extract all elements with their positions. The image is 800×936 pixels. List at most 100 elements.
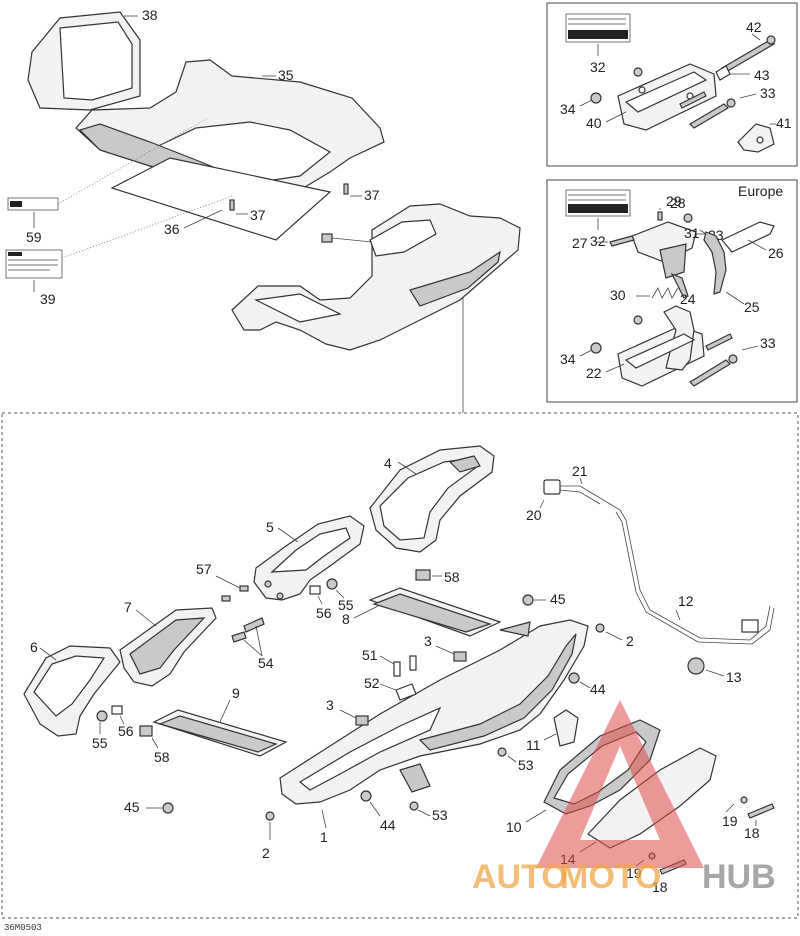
part-44-bumper-bottom (360, 790, 381, 817)
callout-41: 41 (776, 115, 792, 131)
callout-53b: 53 (432, 807, 448, 823)
callout-20: 20 (526, 507, 542, 523)
callout-18b: 18 (652, 879, 668, 895)
callout-29: 29 (666, 193, 682, 209)
part-28-nut (683, 213, 693, 223)
part-8-rail (353, 587, 502, 637)
part-58-clip-left (139, 725, 159, 749)
watermark-text-prefix: AUTO (472, 858, 568, 896)
part-43-clip (715, 65, 750, 81)
part-23-plate (631, 221, 706, 279)
callout-51: 51 (362, 647, 378, 663)
part-9-rail (152, 699, 288, 757)
callout-24: 24 (680, 291, 696, 307)
part-3-bushing-top (435, 645, 467, 662)
part-31-gear (699, 229, 727, 295)
callout-55b: 55 (338, 597, 354, 613)
callout-28: 28 (670, 195, 686, 211)
callout-4: 4 (384, 455, 392, 471)
automotohub-watermark: AUTO MOTO HUB (472, 700, 776, 896)
callout-55a: 55 (92, 735, 108, 751)
part-41-hook (737, 123, 776, 153)
part-2-screw-top (595, 623, 623, 641)
callout-39: 39 (40, 291, 56, 307)
callout-5: 5 (266, 519, 274, 535)
callout-18a: 18 (744, 825, 760, 841)
part-40-bracket (605, 63, 717, 131)
callout-45b: 45 (124, 799, 140, 815)
callout-8: 8 (342, 611, 350, 627)
part-29-screw (657, 208, 663, 221)
callout-52: 52 (364, 675, 380, 691)
callout-13: 13 (726, 669, 742, 685)
part-6-end-cap-left (23, 645, 121, 737)
part-56-spacer-right (309, 585, 323, 605)
callout-38: 38 (142, 7, 158, 23)
callout-37a: 37 (364, 187, 380, 203)
part-34-nut-top (579, 67, 643, 107)
part-22-hook-bracket (605, 305, 705, 387)
part-18-bolt-right (747, 803, 775, 826)
part-24-lever (670, 272, 689, 299)
callout-6: 6 (30, 639, 38, 655)
callout-58b: 58 (154, 749, 170, 765)
decal-32-top (565, 13, 631, 56)
part-56-spacer-left (111, 705, 125, 725)
callout-12: 12 (678, 593, 694, 609)
callout-56a: 56 (118, 723, 134, 739)
callout-34b: 34 (560, 351, 576, 367)
callout-19a: 19 (722, 813, 738, 829)
part-19-screw-right (725, 796, 748, 813)
part-34-nut-europe (579, 315, 643, 357)
callout-36: 36 (164, 221, 180, 237)
callout-54: 54 (258, 655, 274, 671)
part-38-cover (27, 11, 141, 111)
callout-40: 40 (586, 115, 602, 131)
callout-45a: 45 (550, 591, 566, 607)
callout-59: 59 (26, 229, 42, 245)
callout-30: 30 (610, 287, 626, 303)
decal-39 (5, 195, 233, 292)
callout-2b: 2 (262, 845, 270, 861)
part-2-screw-bottom (265, 811, 275, 840)
callout-10: 10 (506, 819, 522, 835)
part-20-connector (539, 479, 561, 509)
callout-7: 7 (124, 599, 132, 615)
part-21-wires (559, 477, 621, 511)
part-11-bracket (543, 709, 579, 747)
part-53-nut-mid (497, 747, 517, 763)
callout-57: 57 (196, 561, 212, 577)
callout-33a: 33 (760, 85, 776, 101)
europe-inset-frame (546, 179, 798, 403)
callout-27: 27 (572, 235, 588, 251)
part-33-bolt-top (679, 91, 757, 129)
callout-34a: 34 (560, 101, 576, 117)
part-5-bracket (253, 515, 365, 601)
part-33-bolt-europe (689, 333, 759, 387)
callout-3a: 3 (424, 633, 432, 649)
part-37-screw-b (229, 199, 248, 215)
callout-37b: 37 (250, 207, 266, 223)
callout-33b: 33 (760, 335, 776, 351)
callout-56b: 56 (316, 605, 332, 621)
figure-code: 36M0503 (4, 923, 42, 933)
part-54-bolts (231, 617, 265, 657)
part-45-screw-top (522, 594, 546, 606)
callout-42: 42 (746, 19, 762, 35)
callout-11: 11 (526, 737, 541, 753)
callout-21: 21 (572, 463, 588, 479)
part-37-screw-a (343, 183, 362, 197)
europe-label: Europe (738, 183, 783, 199)
callout-19b: 19 (626, 865, 642, 881)
part-26-arm (721, 221, 775, 253)
part-58-clip-right (415, 569, 442, 581)
callout-44a: 44 (590, 681, 606, 697)
callout-53a: 53 (518, 757, 534, 773)
part-1-main-rail (279, 619, 589, 829)
watermark-text-middle: MOTO (560, 858, 661, 896)
callout-3b: 3 (326, 697, 334, 713)
part-45-screw-bottom (146, 802, 174, 814)
lower-assembly-frame (1, 412, 799, 919)
callout-58a: 58 (444, 569, 460, 585)
